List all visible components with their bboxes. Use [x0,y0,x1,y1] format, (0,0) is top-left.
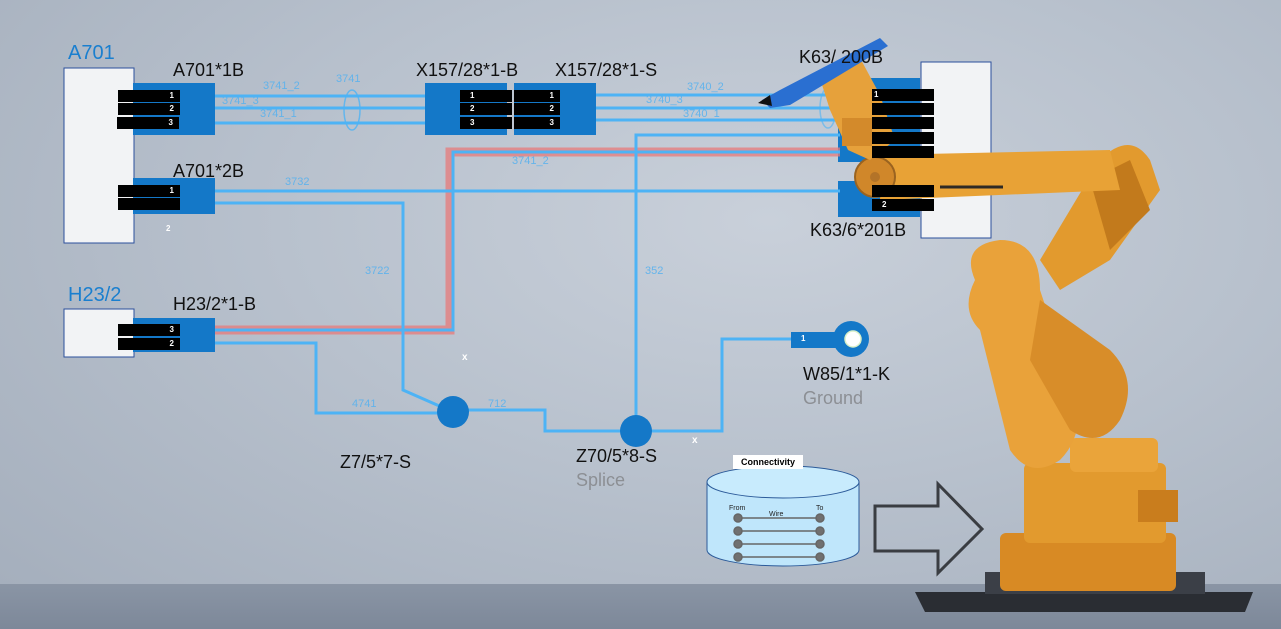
pin-k63-200b-1[interactable]: 1 [872,89,934,101]
pin-x157-b-3[interactable]: 3 [460,117,512,129]
component-label-a701: A701 [68,42,115,64]
wire-label-3741-3: 3741_3 [222,95,259,107]
component-label-h23-2: H23/2 [68,284,122,306]
pin-h23-2-1b-2[interactable]: 2 [118,338,180,350]
wire-label-3741-1: 3741_1 [260,108,297,120]
wire-3741-2-core[interactable] [215,150,840,332]
pin-a701-1b-2[interactable]: 2 [118,103,180,115]
splice-label-z70-5-8s: Z70/5*8-S [576,446,658,466]
unconnected-marker: x [462,352,468,363]
pin-a701-2b-2[interactable] [118,198,180,210]
wire-3722[interactable] [215,201,454,414]
pin-x157-s-1[interactable]: 1 [514,90,560,102]
pin-w85-1: 1 [801,334,806,343]
connector-label-a701-1b: A701*1B [173,60,245,80]
splice-sublabel: Splice [576,470,626,490]
wire-label-4741: 4741 [352,398,377,410]
connector-label-x157-s: X157/28*1-S [555,60,658,80]
connector-label-x157-b: X157/28*1-B [416,60,519,80]
connectivity-wire-label: Wire [769,511,784,518]
pin-k63-200b-2[interactable] [872,103,934,115]
ground-sublabel: Ground [803,388,864,408]
arrow-right-icon [873,480,985,577]
wire-label-3741-2-red: 3741_2 [512,155,549,167]
pin-k63-200b-3[interactable] [872,117,934,129]
wire-label-3732: 3732 [285,176,310,188]
pin-a701-1b-1[interactable]: 1 [118,90,180,102]
pin-a701-2b-1[interactable]: 1 [118,185,180,197]
bundle-label-3741: 3741 [336,73,361,85]
connectivity-title: Connectivity [733,455,803,469]
connector-label-w85-1-1k: W85/1*1-K [803,364,891,384]
unconnected-marker: x [692,435,698,446]
connector-label-k63-201b: K63/6*201B [810,220,907,240]
splice-z70-5-8s[interactable] [620,415,652,447]
splice-z7-5-7s[interactable] [437,396,469,428]
wire-label-3740-3: 3740_3 [646,94,683,106]
pin-a701-1b-3[interactable]: 3 [117,117,179,129]
pin-h23-2-1b-3[interactable]: 3 [118,324,180,336]
splice-label-z7-5-7s: Z7/5*7-S [340,452,412,472]
connector-label-k63-200b: K63/ 200B [799,47,884,67]
pin-a701-2b-label-2: 2 [166,224,171,233]
wire-label-3722: 3722 [365,265,390,277]
wire-4741[interactable] [215,341,453,415]
pin-k63-201b-2[interactable]: 2 [872,199,934,211]
robot-arm-illustration [758,38,1253,612]
wire-712[interactable] [453,408,636,433]
connectivity-from-label: From [729,505,746,512]
wire-label-3741-2: 3741_2 [263,80,300,92]
pin-x157-s-3[interactable]: 3 [514,117,560,129]
pin-k63-200b-4[interactable] [872,132,934,144]
pin-x157-s-2[interactable]: 2 [514,103,560,115]
pin-x157-b-2[interactable]: 2 [460,103,512,115]
wire-label-3740-1: 3740_1 [683,108,720,120]
bundle-marker-3741[interactable] [343,89,361,131]
connectivity-to-label: To [816,505,824,512]
ground-terminal-hole [844,330,862,348]
pin-x157-b-1[interactable]: 1 [460,90,512,102]
connector-label-h23-2-1b: H23/2*1-B [173,294,257,314]
pin-k63-201b-1[interactable] [872,185,934,197]
pin-k63-200b-5[interactable] [872,146,934,158]
wire-label-712: 712 [488,398,507,410]
connector-label-a701-2b: A701*2B [173,161,245,181]
ground-connector-body[interactable] [791,332,841,348]
wire-label-3740-2: 3740_2 [687,81,724,93]
wire-label-352: 352 [645,265,664,277]
connectivity-database-icon[interactable] [706,465,860,567]
wire-ground[interactable] [636,337,793,433]
wire-352[interactable] [634,133,840,430]
